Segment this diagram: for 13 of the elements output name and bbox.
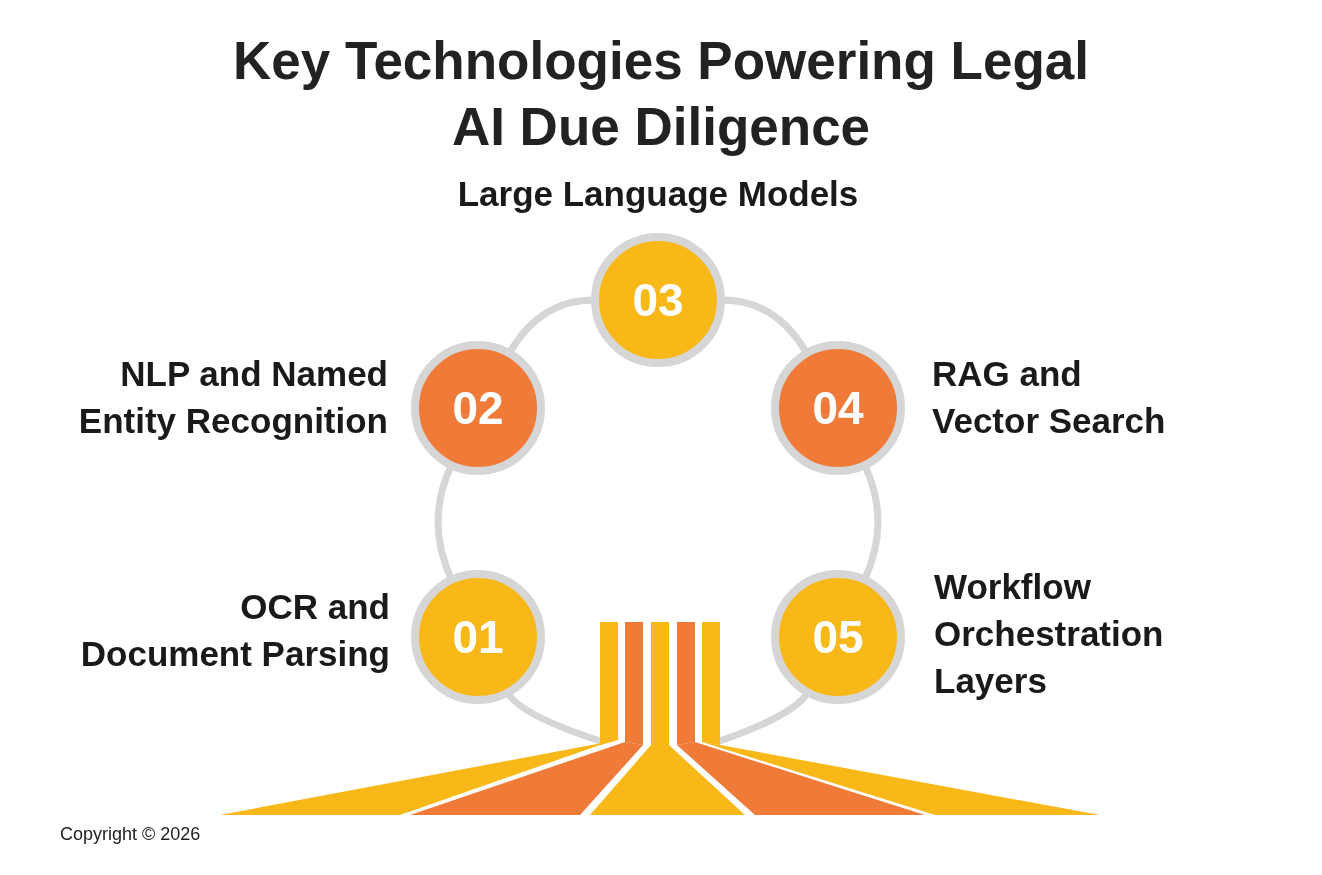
technology-label: RAG and Vector Search [932,353,1167,442]
number-circle: 04 [771,341,905,475]
technology-label: NLP and Named Entity Recognition [77,353,388,442]
number-circle: 05 [771,570,905,704]
road-drawing [600,622,720,745]
number-circle: 01 [411,570,545,704]
title: Key Technologies Powering Legal AI Due Diligence [232,30,1090,158]
technology-label: Workflow Orchestration Layers [934,566,1165,702]
number-circle: 03 [591,233,725,367]
copyright-note: Copyright © 2026 [60,824,201,845]
technology-label: OCR and Document Parsing [80,586,390,675]
technology-label: Large Language Models [456,173,860,215]
number-circle: 02 [411,341,545,475]
